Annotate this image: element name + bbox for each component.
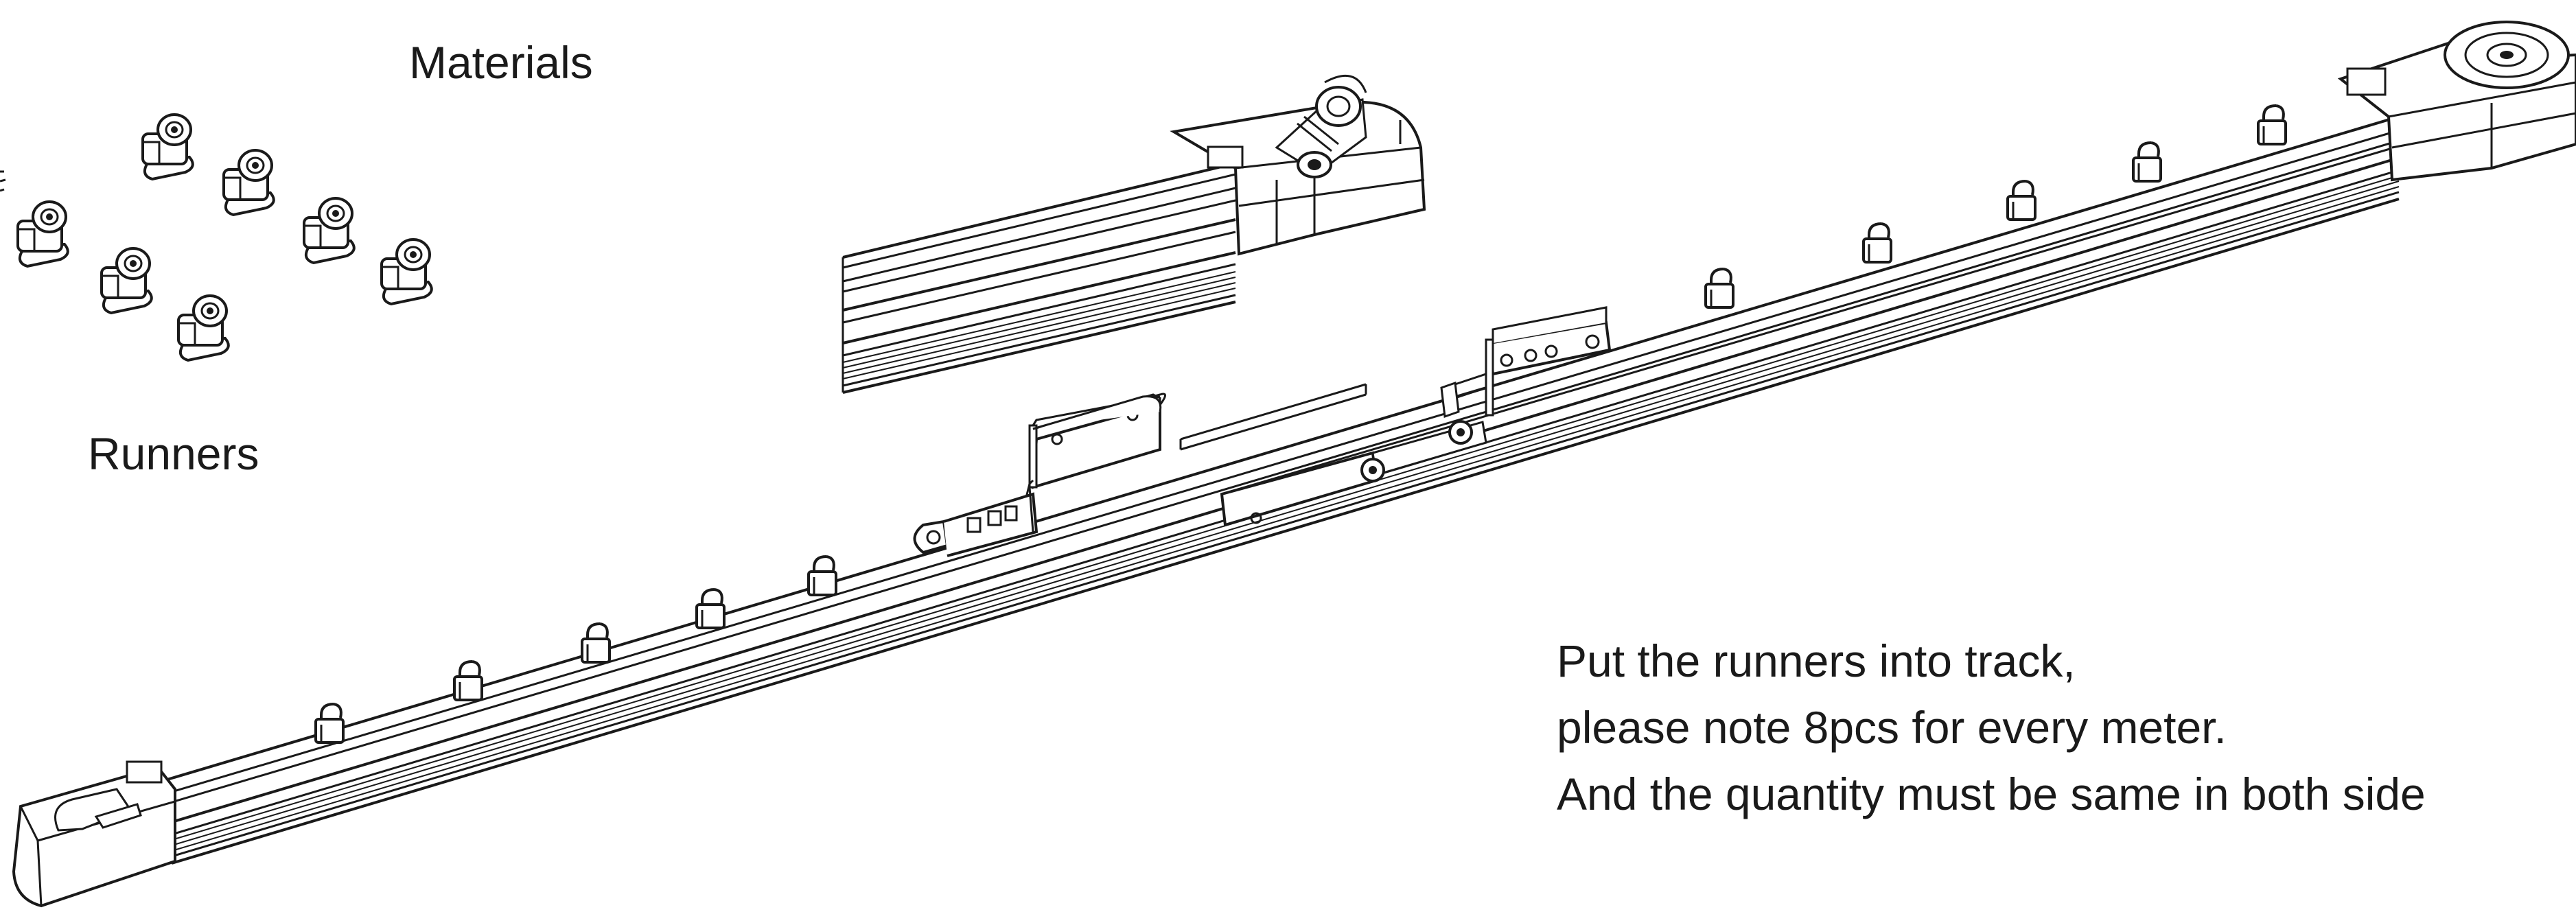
materials-label: Materials <box>409 37 593 88</box>
track-end-detail <box>843 75 1424 393</box>
runners-label: Runners <box>88 428 259 479</box>
main-track <box>14 22 2576 906</box>
instruction-line-1: Put the runners into track, <box>1557 635 2076 686</box>
loose-runners <box>0 113 433 362</box>
instruction-line-2: please note 8pcs for every meter. <box>1557 702 2227 753</box>
instruction-line-3: And the quantity must be same in both si… <box>1557 769 2426 819</box>
instruction-note: Put the runners into track, please note … <box>1557 628 2426 828</box>
